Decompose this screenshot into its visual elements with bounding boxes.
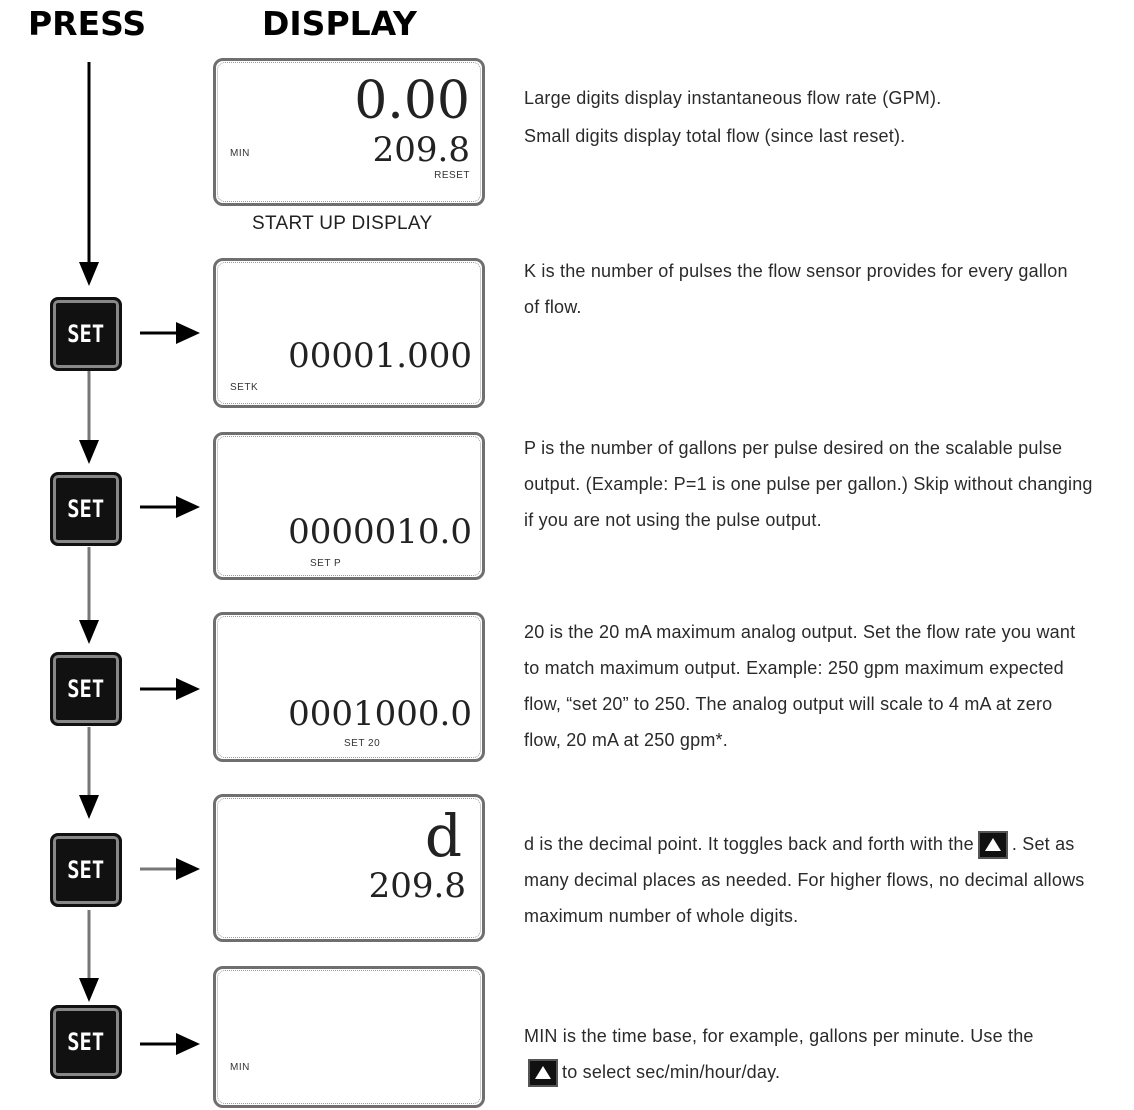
arrow-right-icon [176,858,200,880]
set-button[interactable]: SET [50,833,122,907]
arrow-right-icon [176,1033,200,1055]
set-button[interactable]: SET [50,1005,122,1079]
k-description: K is the number of pulses the flow senso… [524,261,1068,317]
display-panel-20: 0001000.0 SET 20 [213,612,485,762]
arrow-down-icon [79,440,99,464]
min-description: MIN is the time base, for example, gallo… [524,1018,1064,1090]
display-panel-p: 0000010.0 SET P [213,432,485,580]
20-value: 0001000.0 [288,694,472,734]
d-description: d is the decimal point. It toggles back … [524,826,1094,934]
display-header: DISPLAY [262,4,417,43]
set-button-label: SET [67,1028,105,1056]
d-description-part1: d is the decimal point. It toggles back … [524,834,974,854]
min-label: MIN [230,1062,250,1073]
d-description-part2: . Set as many decimal places as needed. … [524,834,1085,926]
set-button-label: SET [67,495,105,523]
k-value: 00001.000 [288,336,472,376]
set-button[interactable]: SET [50,297,122,371]
min-description-part1: MIN is the time base, for example, gallo… [524,1026,1034,1046]
press-header: PRESS [28,4,147,43]
startup-total-flow: 209.8 [372,130,470,170]
set-button[interactable]: SET [50,652,122,726]
min-description-part2: to select sec/min/hour/day. [562,1062,781,1082]
startup-desc-1: Large digits display instantaneous flow … [524,88,942,108]
startup-desc-2: Small digits display total flow (since l… [524,126,906,146]
p-description: P is the number of gallons per pulse des… [524,438,1093,530]
set-button[interactable]: SET [50,472,122,546]
p-label: SET P [310,558,342,569]
20-description: 20 is the 20 mA maximum analog output. S… [524,622,1076,750]
display-panel-k: 00001.000 SETK [213,258,485,408]
display-panel-d: d 209.8 [213,794,485,942]
arrow-down-icon [79,262,99,286]
arrow-right-icon [176,496,200,518]
arrow-down-icon [79,620,99,644]
k-label: SETK [230,382,259,393]
up-arrow-icon [977,831,1008,860]
display-panel-min: MIN [213,966,485,1108]
d-total-flow: 209.8 [368,866,466,906]
p-value: 0000010.0 [288,512,472,552]
d-value: d [424,802,462,870]
arrow-down-icon [79,795,99,819]
startup-unit-label: MIN [230,148,250,159]
startup-reset-label: RESET [434,170,470,181]
up-arrow-icon [528,1059,558,1088]
arrow-right-icon [176,322,200,344]
set-button-label: SET [67,320,105,348]
set-button-label: SET [67,675,105,703]
startup-flow-rate: 0.00 [354,71,470,131]
startup-caption: START UP DISPLAY [252,213,433,234]
set-button-label: SET [67,856,105,884]
startup-display-panel: 0.00 209.8 MIN RESET [213,58,485,206]
arrow-right-icon [176,678,200,700]
arrow-down-icon [79,978,99,1002]
20-label: SET 20 [344,738,381,749]
